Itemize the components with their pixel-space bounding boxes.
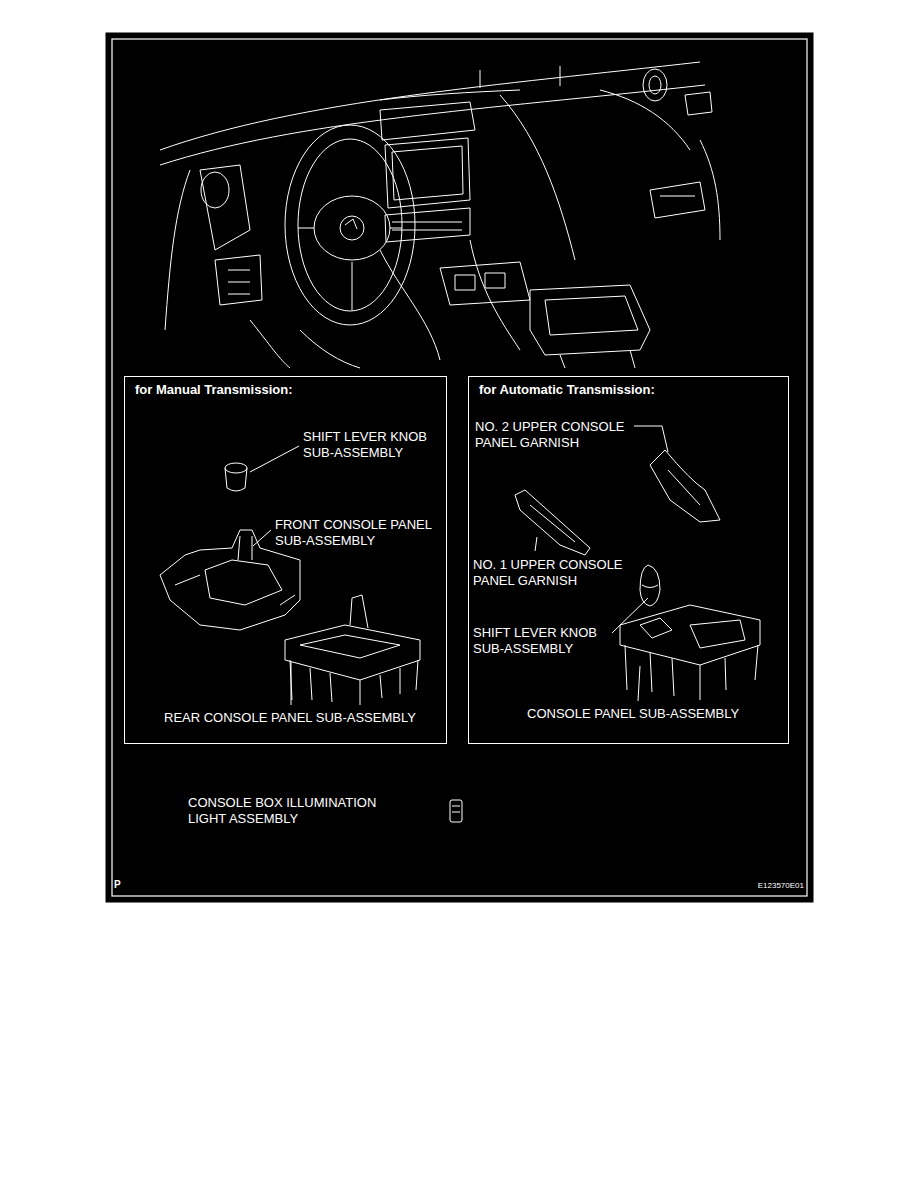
panel-heading: for Automatic Transmission: xyxy=(479,382,655,398)
interior-drawing xyxy=(160,62,720,368)
frame-ground xyxy=(106,33,813,902)
leader-lines xyxy=(250,426,668,705)
panel-heading: for Manual Transmission: xyxy=(135,382,292,398)
transmission-panel: for Automatic Transmission: NO. 2 UPPER C… xyxy=(468,376,789,744)
frame-border xyxy=(112,39,807,896)
part-name: SHIFT LEVER KNOB SUB-ASSEMBLY xyxy=(473,625,618,657)
part-name: CONSOLE PANEL SUB-ASSEMBLY xyxy=(527,706,739,722)
part-name: NO. 2 UPPER CONSOLE PANEL GARNISH xyxy=(475,419,643,451)
figure-code: E123570E01 xyxy=(758,880,804,891)
transmission-panel: for Manual Transmission: SHIFT LEVER KNOB… xyxy=(124,376,447,744)
part-name: FRONT CONSOLE PANEL SUB-ASSEMBLY xyxy=(275,517,443,549)
part-drawings xyxy=(160,450,760,822)
part-name: REAR CONSOLE PANEL SUB-ASSEMBLY xyxy=(164,710,416,726)
part-name: CONSOLE BOX ILLUMINATION LIGHT ASSEMBLY xyxy=(188,795,398,827)
part-name: SHIFT LEVER KNOB SUB-ASSEMBLY xyxy=(303,429,443,461)
part-name: NO. 1 UPPER CONSOLE PANEL GARNISH xyxy=(473,557,641,589)
figure-code: P xyxy=(114,878,121,891)
